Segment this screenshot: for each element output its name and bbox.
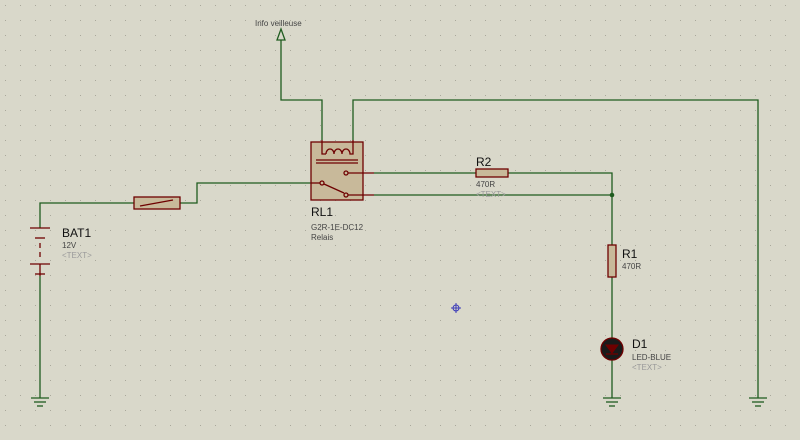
ground-icon <box>603 397 621 407</box>
ground-led[interactable] <box>603 397 621 407</box>
battery-text: <TEXT> <box>62 251 92 260</box>
wire-info-to-coil[interactable] <box>280 40 323 140</box>
wire-battery-top[interactable] <box>39 202 134 228</box>
origin-marker-icon <box>451 303 461 313</box>
resistor-r2[interactable]: R2 470R <TEXT> <box>475 155 509 199</box>
ground-icon <box>749 397 767 407</box>
relay-desc: Relais <box>311 233 333 242</box>
resistor-r2-body <box>475 168 509 178</box>
resistor-r1[interactable]: R1 470R <box>607 244 641 278</box>
battery-bat1[interactable]: BAT1 12V <TEXT> <box>30 226 92 276</box>
wire-coil-to-ground[interactable] <box>352 99 759 398</box>
junction-dot-icon <box>609 192 615 198</box>
r2-text: <TEXT> <box>476 190 506 199</box>
led-d1[interactable]: D1 LED-BLUE <TEXT> <box>600 337 671 372</box>
fuse[interactable] <box>133 196 181 210</box>
d1-ref: D1 <box>632 337 648 351</box>
led-diode-icon <box>605 344 619 354</box>
wire-r2-to-junction[interactable] <box>508 172 613 195</box>
battery-ref: BAT1 <box>62 226 91 240</box>
relay-switch-blade <box>323 183 345 194</box>
resistor-r1-body <box>607 244 617 278</box>
r1-value: 470R <box>622 262 641 271</box>
r2-ref: R2 <box>476 155 492 169</box>
fuse-element <box>139 199 174 207</box>
ground-icon <box>31 397 49 407</box>
ground-relay-coil[interactable] <box>749 397 767 407</box>
r2-value: 470R <box>476 180 495 189</box>
relay-coil-icon <box>321 140 326 155</box>
battery-value: 12V <box>62 241 77 250</box>
relay-body <box>310 141 364 201</box>
relay-ref: RL1 <box>311 205 333 219</box>
d1-text: <TEXT> <box>632 363 662 372</box>
terminal-label: Info veilleuse <box>255 19 302 28</box>
d1-value: LED-BLUE <box>632 353 671 362</box>
ground-battery[interactable] <box>31 397 49 407</box>
wires <box>39 40 759 398</box>
r1-ref: R1 <box>622 247 638 261</box>
relay-coil-loops <box>325 140 354 155</box>
terminal-arrow-icon <box>276 27 286 41</box>
wire-fuse-to-relay[interactable] <box>180 182 318 204</box>
terminal-info-veilleuse[interactable]: Info veilleuse <box>255 19 302 41</box>
relay-common-contact <box>319 180 325 186</box>
relay-rl1[interactable]: RL1 G2R-1E-DC12 Relais <box>310 140 374 242</box>
relay-part: G2R-1E-DC12 <box>311 223 364 232</box>
